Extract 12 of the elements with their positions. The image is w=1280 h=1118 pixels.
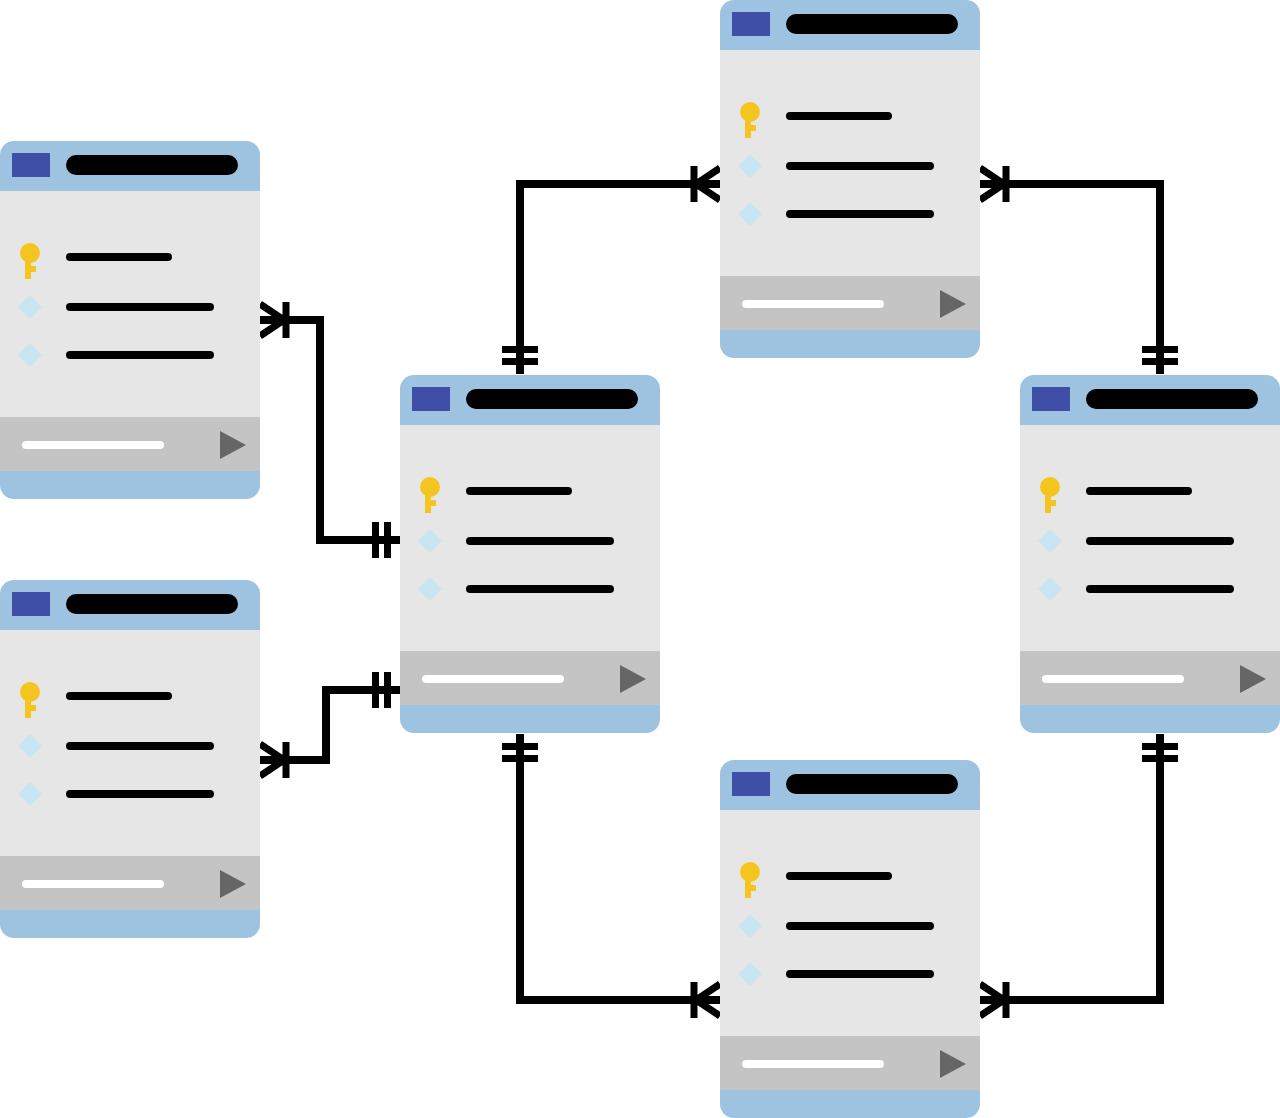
database-table-drawing bbox=[720, 760, 980, 1118]
database-table-drawing bbox=[0, 140, 260, 500]
database-table-drawing bbox=[1020, 374, 1280, 734]
relationship-connector bbox=[976, 162, 1178, 374]
relationship-connector bbox=[256, 298, 400, 558]
database-table-drawing bbox=[0, 580, 260, 938]
database-table-drawing bbox=[400, 374, 660, 734]
relationship-connector bbox=[502, 162, 724, 374]
relationship-connector bbox=[256, 672, 400, 782]
relationship-connector bbox=[976, 734, 1178, 1022]
database-table-drawing bbox=[720, 0, 980, 358]
relationship-connector bbox=[502, 734, 724, 1022]
